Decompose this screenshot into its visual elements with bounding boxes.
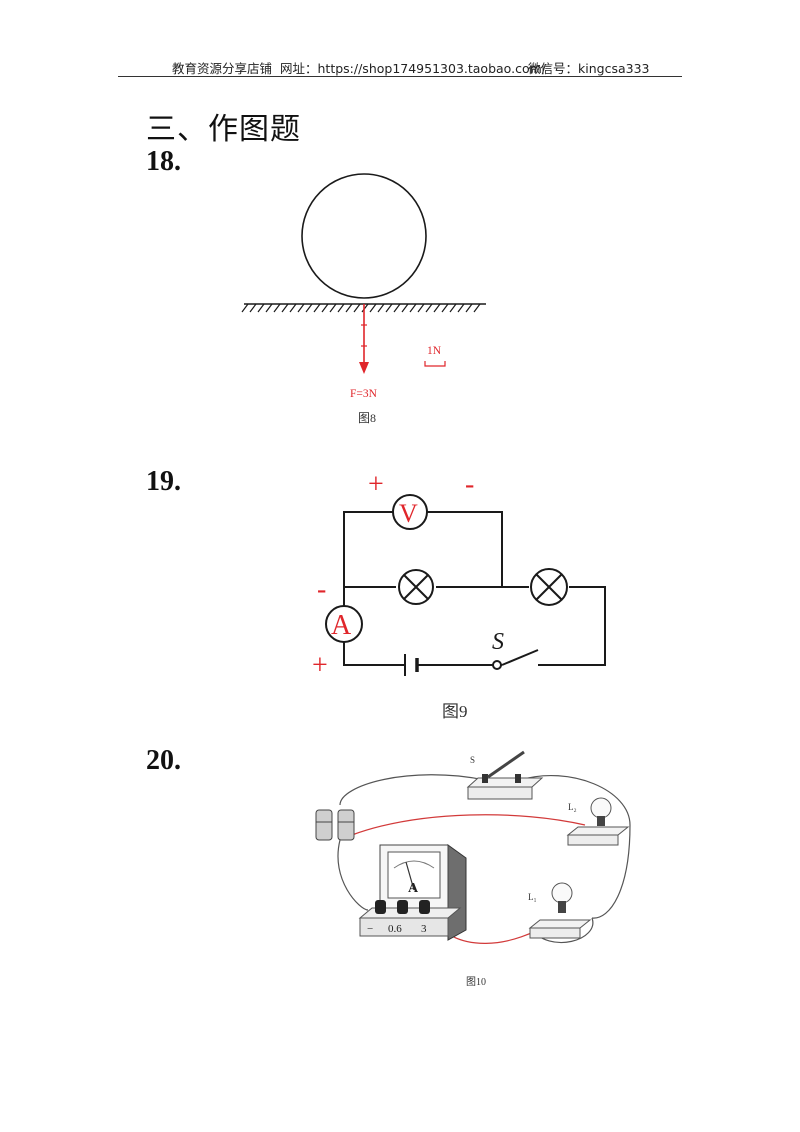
figure-9: S V + - A - + 图9: [312, 469, 606, 721]
switch-icon: [492, 649, 539, 670]
ammeter-label: A: [331, 610, 352, 641]
section-title: 三、作图题: [146, 112, 301, 147]
header-url: 网址：https://shop174951303.taobao.com/: [280, 61, 546, 76]
figure-8-caption: 图8: [358, 411, 376, 425]
question-number-18: 18.: [146, 146, 181, 177]
voltmeter-label: V: [399, 499, 418, 528]
terminal-minus: −: [367, 923, 373, 935]
figure-9-caption: 图9: [442, 702, 468, 721]
battery-icon: [315, 809, 355, 841]
terminal-06: 0.6: [388, 923, 402, 935]
terminal-3: 3: [421, 923, 427, 935]
figure-10-caption: 图10: [466, 976, 486, 988]
ammeter-icon: [358, 844, 467, 941]
ground-hatching: [241, 303, 481, 313]
force-label: F=3N: [350, 388, 378, 400]
header-shop-name: 教育资源分享店铺: [172, 61, 273, 76]
switch-label: S: [492, 629, 504, 655]
meter-label: A: [408, 881, 419, 896]
scale-label: 1N: [427, 345, 442, 357]
question-number-20: 20.: [146, 745, 181, 776]
lamp-1-label: L₁: [528, 892, 537, 902]
ball: [301, 173, 427, 299]
scale-bracket: [424, 361, 446, 367]
figure-8: F=3N 1N 图8: [241, 173, 486, 425]
switch-label: S: [470, 755, 475, 765]
battery-icon: [404, 654, 419, 676]
ammeter-plus: +: [312, 650, 328, 681]
voltmeter-plus: +: [368, 469, 384, 500]
lamp-2-label: L₂: [568, 802, 577, 812]
header-wechat: 微信号：kingcsa333: [528, 61, 650, 76]
page-header: 教育资源分享店铺 网址：https://shop174951303.taobao…: [118, 56, 682, 77]
ammeter: A: [325, 605, 363, 643]
question-number-19: 19.: [146, 466, 181, 497]
lamp-1-icon: [528, 882, 592, 939]
voltmeter-minus: -: [465, 469, 474, 500]
ammeter-minus: -: [317, 574, 326, 605]
knife-switch-icon: [466, 750, 544, 800]
voltmeter: V: [392, 494, 428, 530]
lamp-1-icon: [398, 569, 434, 605]
lamp-2-icon: [530, 568, 568, 606]
circuit-wires: [343, 511, 606, 666]
lamp-2-icon: [566, 797, 630, 846]
figure-10: S L₂ L₁ A − 0.6 3 图10: [315, 750, 631, 988]
force-arrow: [359, 304, 369, 374]
